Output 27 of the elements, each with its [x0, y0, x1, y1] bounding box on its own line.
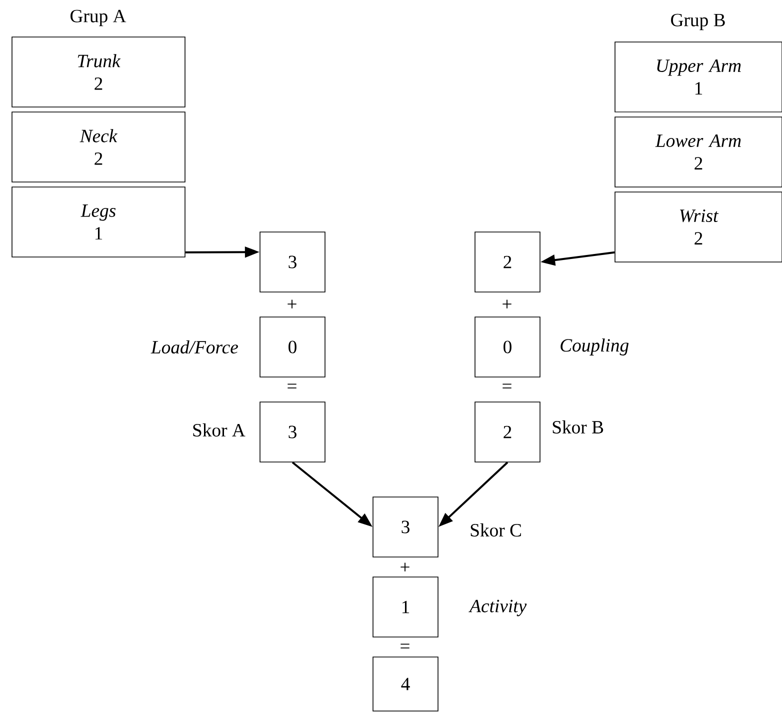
score-box: 0	[474, 316, 540, 378]
operator-sign: =	[288, 384, 296, 388]
operator-sign: =	[400, 644, 410, 648]
side-label: Coupling	[560, 338, 629, 356]
body-part-box: Trunk 2	[12, 36, 186, 108]
score-box: 0	[260, 316, 326, 378]
score-box: 3	[260, 402, 326, 462]
score-box: 1	[372, 576, 438, 638]
score-box: 2	[474, 402, 540, 462]
body-part-box: Upper Arm 1	[614, 42, 782, 112]
side-label: Skor B	[552, 420, 604, 434]
body-part-box: Neck 2	[12, 112, 186, 182]
score-box: 4	[372, 656, 438, 712]
score-box: 3	[372, 496, 438, 558]
body-part-box: Legs 1	[12, 186, 186, 258]
score-box: 3	[260, 232, 326, 292]
operator-sign: +	[502, 300, 512, 308]
side-label: Activity	[468, 600, 527, 616]
side-label: Skor A	[193, 423, 246, 437]
operator-sign: +	[400, 562, 410, 572]
body-part-box: Wrist 2	[614, 192, 782, 262]
operator-sign: =	[502, 384, 512, 388]
score-box: 2	[474, 232, 540, 292]
operator-sign: +	[288, 300, 296, 308]
side-label: Skor C	[470, 523, 521, 537]
side-label: Load/Force	[150, 340, 238, 354]
body-part-box: Lower Arm 2	[614, 116, 782, 188]
